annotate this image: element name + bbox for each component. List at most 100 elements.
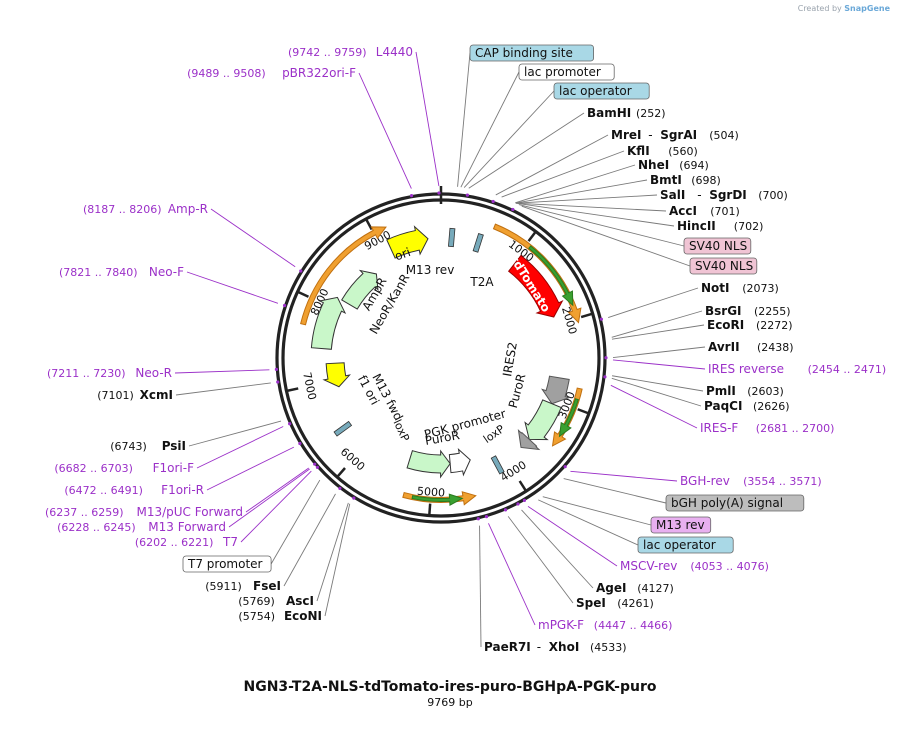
leader-psii xyxy=(188,420,282,447)
primer-bghrev[interactable]: BGH-rev(3554 .. 3571) xyxy=(680,474,822,488)
site-hincii[interactable]: HincII(702) xyxy=(677,219,763,233)
site-position: (700) xyxy=(758,189,788,202)
site-kfli[interactable]: KflI(560) xyxy=(627,144,698,158)
primer-ampr[interactable]: Amp-R(8187 .. 8206) xyxy=(83,202,208,216)
primer-l4440[interactable]: L4440(9742 .. 9759) xyxy=(288,45,413,59)
primer-name: Amp-R xyxy=(168,202,208,216)
site-name: AscI xyxy=(286,594,314,608)
site-marker xyxy=(313,462,317,466)
primer-f1orir[interactable]: F1ori-R(6472 .. 6491) xyxy=(64,483,204,497)
tick-mark xyxy=(577,408,589,415)
box-label: lac operator xyxy=(643,538,716,552)
primer-t7p[interactable]: T7(6202 .. 6221) xyxy=(135,535,238,549)
primer-pbr322[interactable]: pBR322ori-F(9489 .. 9508) xyxy=(187,66,356,80)
site-ecori[interactable]: EcoRI (2272) xyxy=(707,318,793,332)
leader-pbr322 xyxy=(358,72,412,189)
feature-box-lacop2[interactable]: lac operator xyxy=(637,536,734,554)
site-position: (2272) xyxy=(756,319,793,332)
feature-box-bghpa[interactable]: bGH poly(A) signal xyxy=(665,494,805,512)
primer-m13fwd[interactable]: M13 Forward(6228 .. 6245) xyxy=(57,520,226,534)
site-mrei[interactable]: MreI-SgrAI(504) xyxy=(611,128,739,142)
leader-ecoi xyxy=(324,503,351,617)
site-name: AgeI xyxy=(596,581,626,595)
tick-mark xyxy=(365,219,373,231)
box-label: SV40 NLS xyxy=(695,259,753,273)
site-paqci[interactable]: PaqCI(2626) xyxy=(704,399,790,413)
primer-neof[interactable]: Neo-F(7821 .. 7840) xyxy=(59,265,184,279)
site-bamhi[interactable]: BamHI(252) xyxy=(587,106,666,120)
site-marker xyxy=(315,465,320,469)
site-ecoi[interactable]: EcoNI(5754) xyxy=(238,609,322,623)
feature-box-t7prom[interactable]: T7 promoter xyxy=(182,555,272,573)
site-position: (2603) xyxy=(747,385,784,398)
box-bg xyxy=(469,44,594,62)
primer-range: (6682 .. 6703) xyxy=(54,462,133,475)
site-psii[interactable]: PsiI(6743) xyxy=(110,439,186,453)
feature-ampr xyxy=(341,269,379,310)
leader-m13rev xyxy=(542,496,652,526)
site-acci[interactable]: AccI(701) xyxy=(669,204,740,218)
primer-iresf[interactable]: IRES-F(2681 .. 2700) xyxy=(700,421,834,435)
site-separator: - xyxy=(537,640,541,654)
site-noti[interactable]: NotI(2073) xyxy=(701,281,779,295)
site-pmli[interactable]: PmlI(2603) xyxy=(706,384,784,398)
site-name: HincII xyxy=(677,219,716,233)
site-marker xyxy=(511,207,515,212)
site-position: (5754) xyxy=(238,610,275,623)
site-name-2: XhoI xyxy=(549,640,580,654)
primer-mpgk[interactable]: mPGK-F(4447 .. 4466) xyxy=(538,618,672,632)
primer-iresrev[interactable]: IRES reverse(2454 .. 2471) xyxy=(708,362,886,376)
feature-box-nls2[interactable]: SV40 NLS xyxy=(689,257,758,275)
primer-msrev[interactable]: MSCV-rev(4053 .. 4076) xyxy=(620,559,769,573)
leader-t7p xyxy=(240,470,312,543)
feature-box-nls1[interactable]: SV40 NLS xyxy=(683,237,752,255)
feature-box-m13rev[interactable]: M13 rev xyxy=(650,516,712,534)
feature-ori xyxy=(386,225,429,259)
site-separator: - xyxy=(697,188,701,202)
feature-puror-2 xyxy=(406,449,451,479)
site-position: (2438) xyxy=(757,341,794,354)
feature-box-cap[interactable]: CAP binding site xyxy=(469,44,594,62)
site-paer7i[interactable]: PaeR7I-XhoI(4533) xyxy=(484,640,627,654)
site-avrii[interactable]: AvrII (2438) xyxy=(708,340,794,354)
site-position: (504) xyxy=(709,129,739,142)
site-marker xyxy=(522,498,527,502)
site-bsrgi[interactable]: BsrGI(2255) xyxy=(705,304,791,318)
primer-neor[interactable]: Neo-R(7211 .. 7230) xyxy=(47,366,172,380)
site-nhei[interactable]: NheI(694) xyxy=(638,158,709,172)
primer-name: T7 xyxy=(222,535,238,549)
feature-box-lacprom[interactable]: lac promoter xyxy=(518,63,615,81)
site-marker xyxy=(299,269,303,273)
site-name: EcoRI xyxy=(707,318,744,332)
feature-neor-kanr xyxy=(310,296,347,350)
leader-paqci xyxy=(611,377,702,407)
box-bg xyxy=(665,494,805,512)
primer-range: (4053 .. 4076) xyxy=(690,560,769,573)
primer-m13puc[interactable]: M13/pUC Forward(6237 .. 6259) xyxy=(45,505,243,519)
leader-bamhi xyxy=(468,112,585,189)
feature-box-lacop1[interactable]: lac operator xyxy=(553,82,650,100)
site-bmti[interactable]: BmtI(698) xyxy=(650,173,721,187)
site-agei[interactable]: AgeI (4127) xyxy=(596,581,674,595)
primer-range: (2681 .. 2700) xyxy=(756,422,835,435)
leader-hincii xyxy=(515,202,675,227)
site-sali[interactable]: SalI-SgrDI(700) xyxy=(660,188,788,202)
leader-ampr xyxy=(210,208,296,268)
site-position: (701) xyxy=(710,205,740,218)
primer-name: IRES reverse xyxy=(708,362,784,376)
site-spei[interactable]: SpeI(4261) xyxy=(576,596,654,610)
tick-mark xyxy=(428,503,432,515)
site-position: (2626) xyxy=(753,400,790,413)
leader-noti xyxy=(608,287,699,318)
site-name: AvrII xyxy=(708,340,740,354)
site-position: (4127) xyxy=(637,582,674,595)
feature-pgk-promoter xyxy=(448,447,471,477)
primer-f1orif[interactable]: F1ori-F(6682 .. 6703) xyxy=(54,461,194,475)
site-fsei[interactable]: FseI(5911) xyxy=(205,579,281,593)
site-asci[interactable]: AscI(5769) xyxy=(238,594,314,608)
leader-bghpa xyxy=(563,478,667,504)
box-bg xyxy=(182,555,272,573)
tick-mark xyxy=(580,312,593,319)
site-xcmi[interactable]: XcmI(7101) xyxy=(97,388,173,402)
